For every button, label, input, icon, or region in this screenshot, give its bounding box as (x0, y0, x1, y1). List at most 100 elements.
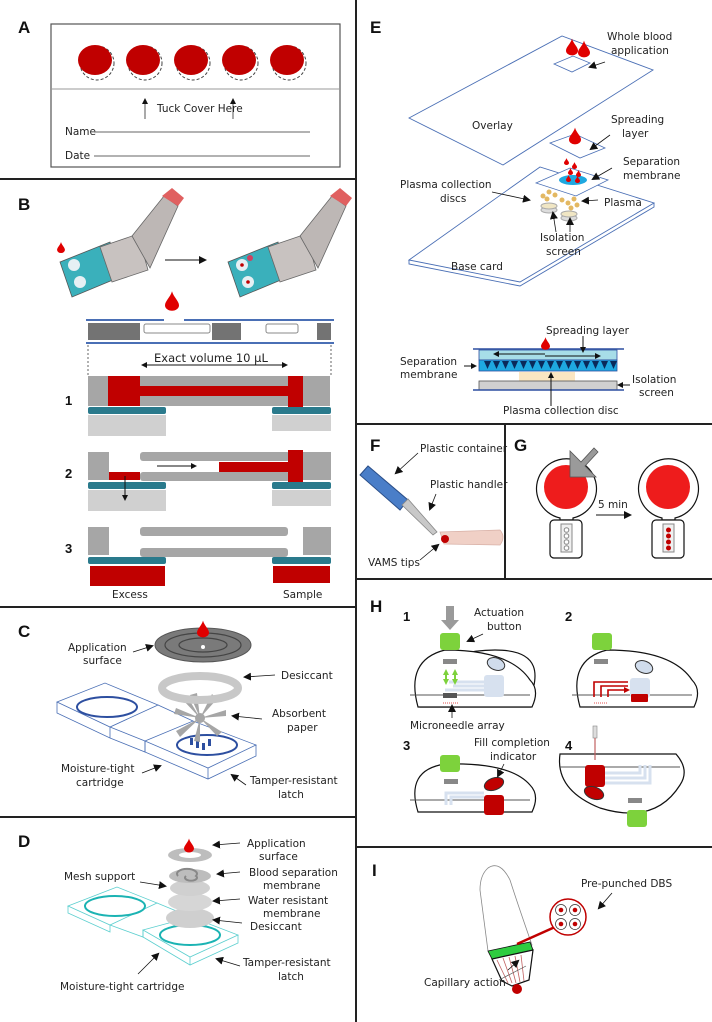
h-actuation-1: Actuation (474, 607, 524, 619)
d-blood-sep-label-2: membrane (263, 880, 320, 892)
d-water-label-2: membrane (263, 908, 320, 920)
step-3-diagram (88, 527, 331, 586)
membrane-tooth (592, 361, 599, 369)
h-device-2 (572, 633, 699, 708)
c-pointer-arrows (132, 643, 276, 786)
d-labels: Application surface Mesh support Blood s… (60, 838, 338, 993)
blood-spot (222, 45, 256, 75)
volume-label: Exact volume 10 µL (154, 351, 268, 365)
h-microneedle-label: Microneedle array (410, 720, 505, 732)
h-fill-1: Fill completion (474, 737, 550, 749)
step-2-diagram (88, 450, 331, 511)
e-separation-2: membrane (623, 170, 680, 182)
e-discs-1: Plasma collection (400, 179, 492, 191)
e-discs-2: discs (440, 193, 466, 205)
e-spreading-2: layer (622, 128, 649, 140)
device-after (637, 458, 700, 559)
desiccant-ring (158, 672, 242, 704)
membrane-tooth (520, 361, 527, 369)
membrane-tooth (484, 361, 491, 369)
connector-line (516, 925, 556, 946)
membrane-tooth (538, 361, 545, 369)
step-1-diagram (88, 376, 331, 436)
date-label: Date (65, 150, 90, 162)
blood-sample (512, 984, 522, 994)
d-water-label-1: Water resistant (248, 895, 328, 907)
spot-outline (223, 45, 259, 81)
blood-spot (126, 45, 160, 75)
sample-label: Sample (283, 589, 322, 601)
f-container-label: Plastic container (420, 443, 508, 455)
plastic-handler (401, 498, 438, 536)
channel-top-view (86, 319, 334, 375)
capillary-tube (479, 865, 533, 956)
spot-outline (271, 45, 307, 81)
i-prepunched-arrow (597, 892, 613, 910)
f-tips-label: VAMS tips (368, 557, 420, 569)
blood-drop (165, 291, 179, 311)
blood-spots (78, 45, 307, 81)
blood-spot (174, 45, 208, 75)
c-latch-label-1: Tamper-resistant (249, 775, 338, 787)
capillary-tip (491, 949, 534, 987)
cartridge-ring-right (176, 734, 238, 756)
spot-outline (127, 45, 163, 81)
panel-f-label: F (370, 436, 380, 455)
panel-b-label: B (18, 195, 30, 214)
vams-tip (441, 535, 449, 543)
panel-g: G 5 min (514, 436, 700, 559)
spot-outline (79, 45, 115, 81)
h-actuation-arrow (466, 633, 484, 643)
d-application-label-2: surface (259, 851, 298, 863)
prepunched-dbs-circle (549, 898, 587, 936)
cartridge-ring-left (76, 696, 138, 718)
f-handler-label: Plastic handler (430, 479, 508, 491)
e-labels: Whole blood application Overlay Spreadin… (400, 31, 680, 273)
panel-h-label: H (370, 597, 382, 616)
membrane-tooth (511, 361, 518, 369)
spreading-layer (548, 133, 607, 159)
h-step-3: 3 (403, 738, 410, 753)
h-fill-arrow (497, 763, 505, 778)
hemaspot-device-before (57, 188, 184, 298)
panel-b: B (18, 188, 352, 601)
cs-isolation-2: screen (639, 387, 674, 399)
c-absorbent-label-2: paper (287, 722, 318, 734)
plasma-collection-discs (540, 189, 580, 222)
cs-spreading-label: Spreading layer (546, 325, 630, 337)
d-cartridge-label: Moisture-tight cartridge (60, 981, 184, 993)
panel-a: A Tuck Cover Here Name Date (18, 18, 341, 168)
i-capillary-arrow (507, 959, 520, 971)
cs-plasma-disc-label: Plasma collection disc (503, 405, 619, 417)
c-application-label-2: surface (83, 655, 122, 667)
spreading-drop (569, 127, 581, 145)
c-application-label-1: Application (68, 642, 127, 654)
g-time-label: 5 min (598, 499, 628, 511)
blood-spot (78, 45, 112, 75)
panel-e-label: E (370, 18, 381, 37)
i-prepunched-label: Pre-punched DBS (581, 878, 672, 890)
blood-spot (270, 45, 304, 75)
excess-label: Excess (112, 589, 148, 601)
e-whole-blood-1: Whole blood (607, 31, 672, 43)
d-desiccant-label: Desiccant (250, 921, 302, 933)
press-arrow (569, 447, 599, 478)
membrane-tooth (493, 361, 500, 369)
finger (439, 529, 504, 546)
step-3-label: 3 (65, 541, 72, 556)
step-1-label: 1 (65, 393, 72, 408)
d-latch-label-1: Tamper-resistant (242, 957, 331, 969)
panel-f: F Plastic container Plastic handler VAMS… (359, 436, 508, 569)
f-pointer-arrows (394, 452, 440, 561)
tuck-cover-text: Tuck Cover Here (156, 103, 243, 115)
i-capillary-label: Capillary action (424, 977, 506, 989)
panel-i: I Pre-punched DBS Capillary action (372, 861, 672, 994)
cartridge-outline (55, 682, 258, 780)
c-absorbent-label-1: Absorbent (272, 708, 326, 720)
name-label: Name (65, 126, 96, 138)
punch-blood (572, 921, 578, 927)
e-separation-1: Separation (623, 156, 680, 168)
panel-d-label: D (18, 832, 30, 851)
membrane-tooth (574, 361, 581, 369)
